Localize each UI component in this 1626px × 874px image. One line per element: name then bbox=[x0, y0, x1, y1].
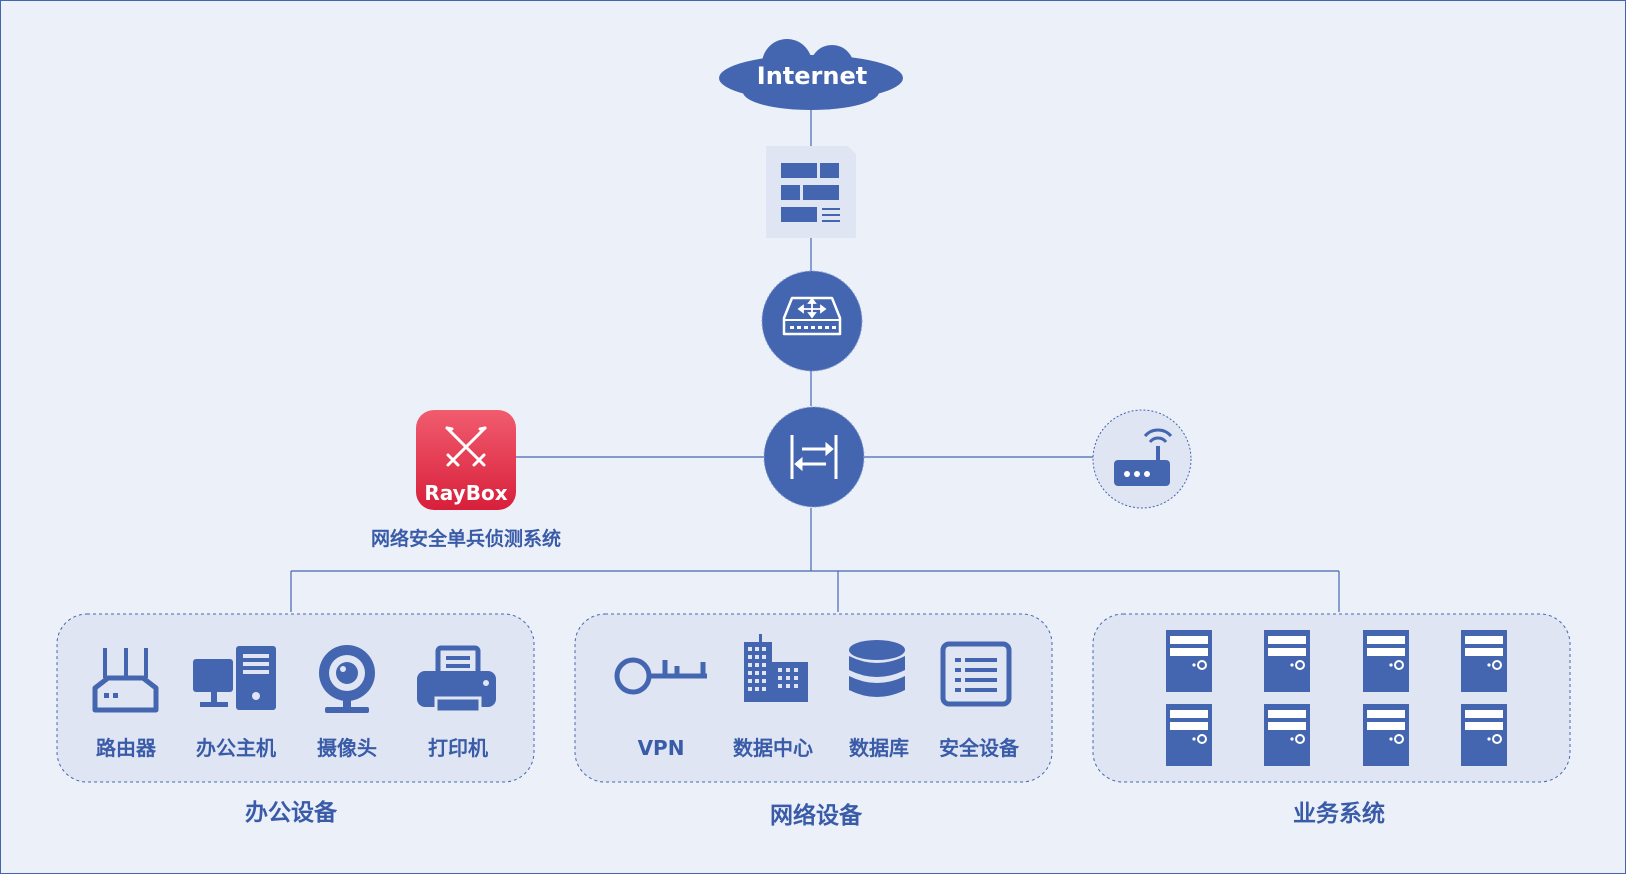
core-switch-node bbox=[763, 406, 865, 508]
cloud-icon bbox=[719, 39, 903, 110]
building-icon bbox=[744, 634, 808, 702]
wireless-node bbox=[1092, 409, 1192, 509]
group-title-business: 业务系统 bbox=[1293, 800, 1385, 827]
printer-icon bbox=[417, 645, 496, 714]
webcam-icon bbox=[319, 645, 375, 713]
server-icon bbox=[1461, 704, 1507, 766]
server-icon bbox=[1264, 704, 1310, 766]
item-label-database: 数据库 bbox=[849, 736, 909, 760]
desktop-pc-icon bbox=[193, 646, 276, 710]
raybox-logo bbox=[416, 410, 516, 510]
group-business-systems: 业务系统 bbox=[1092, 613, 1571, 827]
item-label-printer: 打印机 bbox=[428, 736, 488, 760]
item-label-router: 路由器 bbox=[96, 736, 157, 760]
firewall-icon bbox=[781, 163, 840, 222]
item-label-webcam: 摄像头 bbox=[317, 736, 377, 760]
server-icon bbox=[1166, 704, 1212, 766]
raybox-node: RayBox 网络安全单兵侦测系统 bbox=[371, 410, 561, 550]
internet-label: Internet bbox=[757, 62, 867, 90]
wifi-router-icon bbox=[1114, 428, 1173, 486]
crossed-swords-icon bbox=[445, 426, 487, 467]
internet-cloud: Internet bbox=[719, 39, 903, 110]
database-icon bbox=[849, 640, 905, 697]
raybox-caption: 网络安全单兵侦测系统 bbox=[371, 527, 561, 550]
router-node bbox=[761, 270, 863, 372]
group-office-devices: 路由器 办公主机 摄像头 打印 bbox=[56, 613, 535, 826]
connection-lines bbox=[290, 105, 1340, 612]
router-icon bbox=[782, 296, 842, 336]
switch-icon bbox=[790, 435, 838, 479]
item-label-vpn: VPN bbox=[638, 736, 685, 760]
group-title-office: 办公设备 bbox=[245, 799, 338, 826]
server-icon bbox=[1363, 704, 1409, 766]
key-icon bbox=[614, 657, 707, 695]
item-label-datacenter: 数据中心 bbox=[733, 736, 813, 760]
item-label-security: 安全设备 bbox=[939, 736, 1020, 760]
router-antenna-icon bbox=[92, 648, 159, 713]
security-device-icon bbox=[940, 641, 1012, 707]
server-icon bbox=[1461, 630, 1507, 692]
server-icon bbox=[1363, 630, 1409, 692]
server-icon bbox=[1264, 630, 1310, 692]
server-icon bbox=[1166, 630, 1212, 692]
firewall-node bbox=[766, 146, 856, 238]
item-label-desktop: 办公主机 bbox=[196, 736, 276, 760]
group-network-devices: VPN 数据中心 数据库 bbox=[574, 613, 1053, 829]
raybox-logo-text: RayBox bbox=[424, 481, 507, 505]
group-title-network: 网络设备 bbox=[770, 802, 863, 829]
